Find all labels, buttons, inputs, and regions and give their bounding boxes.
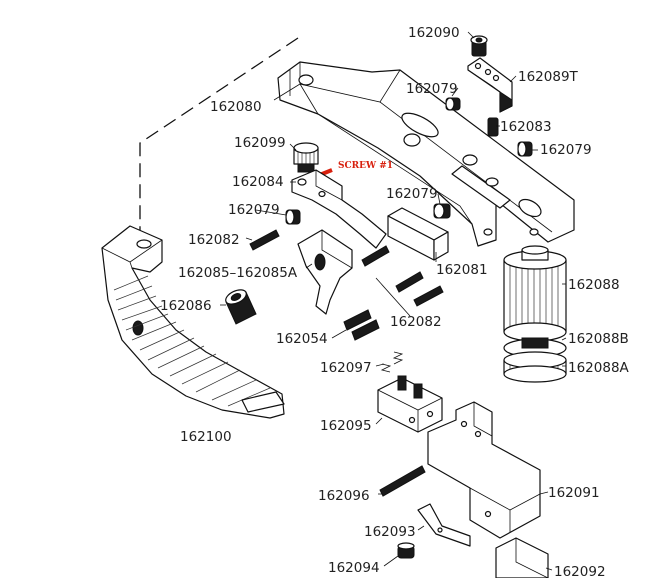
label-162085: 162085–162085A xyxy=(178,265,298,281)
label-162088A: 162088A xyxy=(568,360,630,376)
label-162093: 162093 xyxy=(364,524,416,540)
part-162090-screw xyxy=(470,35,488,57)
label-162100: 162100 xyxy=(180,429,232,445)
part-162089T-bracket xyxy=(467,57,513,113)
label-162054: 162054 xyxy=(276,331,328,347)
part-162100-pedal xyxy=(101,225,285,419)
label-162089T: 162089T xyxy=(518,69,579,85)
part-162095-block xyxy=(377,375,443,433)
label-162088B: 162088B xyxy=(568,331,629,347)
part-162081-block xyxy=(387,207,449,261)
screw-callout-label: SCREW #1 xyxy=(338,161,393,171)
label-162090: 162090 xyxy=(408,25,460,41)
label-162097: 162097 xyxy=(320,360,372,376)
assembly-dash-line xyxy=(139,37,299,232)
label-162081: 162081 xyxy=(436,262,488,278)
label-162086: 162086 xyxy=(160,298,212,314)
label-162095: 162095 xyxy=(320,418,372,434)
label-162096: 162096 xyxy=(318,488,370,504)
label-162082-mid: 162082 xyxy=(390,314,442,330)
label-162094: 162094 xyxy=(328,560,380,576)
label-162079-left: 162079 xyxy=(228,202,280,218)
part-162082-pin-left xyxy=(249,229,280,251)
part-162093-bracket xyxy=(417,503,471,547)
part-162084-lever xyxy=(291,169,387,249)
label-162079-top: 162079 xyxy=(406,81,458,97)
label-162092: 162092 xyxy=(554,564,606,578)
part-162096-screw xyxy=(379,465,426,497)
label-162080: 162080 xyxy=(210,99,262,115)
part-162082-pins-mid xyxy=(361,245,444,307)
part-162083-set-screw xyxy=(487,117,499,137)
label-162084: 162084 xyxy=(232,174,284,190)
label-162079-mid: 162079 xyxy=(386,186,438,202)
part-162086-bushing xyxy=(225,289,257,325)
part-162079-washer-right xyxy=(517,141,533,157)
part-162079-washer-mid xyxy=(433,203,451,219)
part-162079-washer-top xyxy=(445,97,461,111)
part-162088-knob xyxy=(503,245,567,342)
part-162085-arm xyxy=(297,229,353,315)
part-162092-block xyxy=(495,537,549,578)
part-162088A-ring xyxy=(503,351,567,383)
part-162080-main-arm xyxy=(277,61,575,247)
part-162054-set-screws xyxy=(343,309,380,341)
part-162079-washer-left xyxy=(285,209,301,225)
label-162083: 162083 xyxy=(500,119,552,135)
label-162091: 162091 xyxy=(548,485,600,501)
label-162082-left: 162082 xyxy=(188,232,240,248)
part-162091-bracket xyxy=(427,401,541,539)
part-162099-knob xyxy=(293,142,319,173)
part-162097-springs xyxy=(380,351,404,373)
label-162088: 162088 xyxy=(568,277,620,293)
part-162094-screw xyxy=(397,542,415,559)
label-162099: 162099 xyxy=(234,135,286,151)
leader-lines xyxy=(220,31,567,571)
label-162079-right: 162079 xyxy=(540,142,592,158)
